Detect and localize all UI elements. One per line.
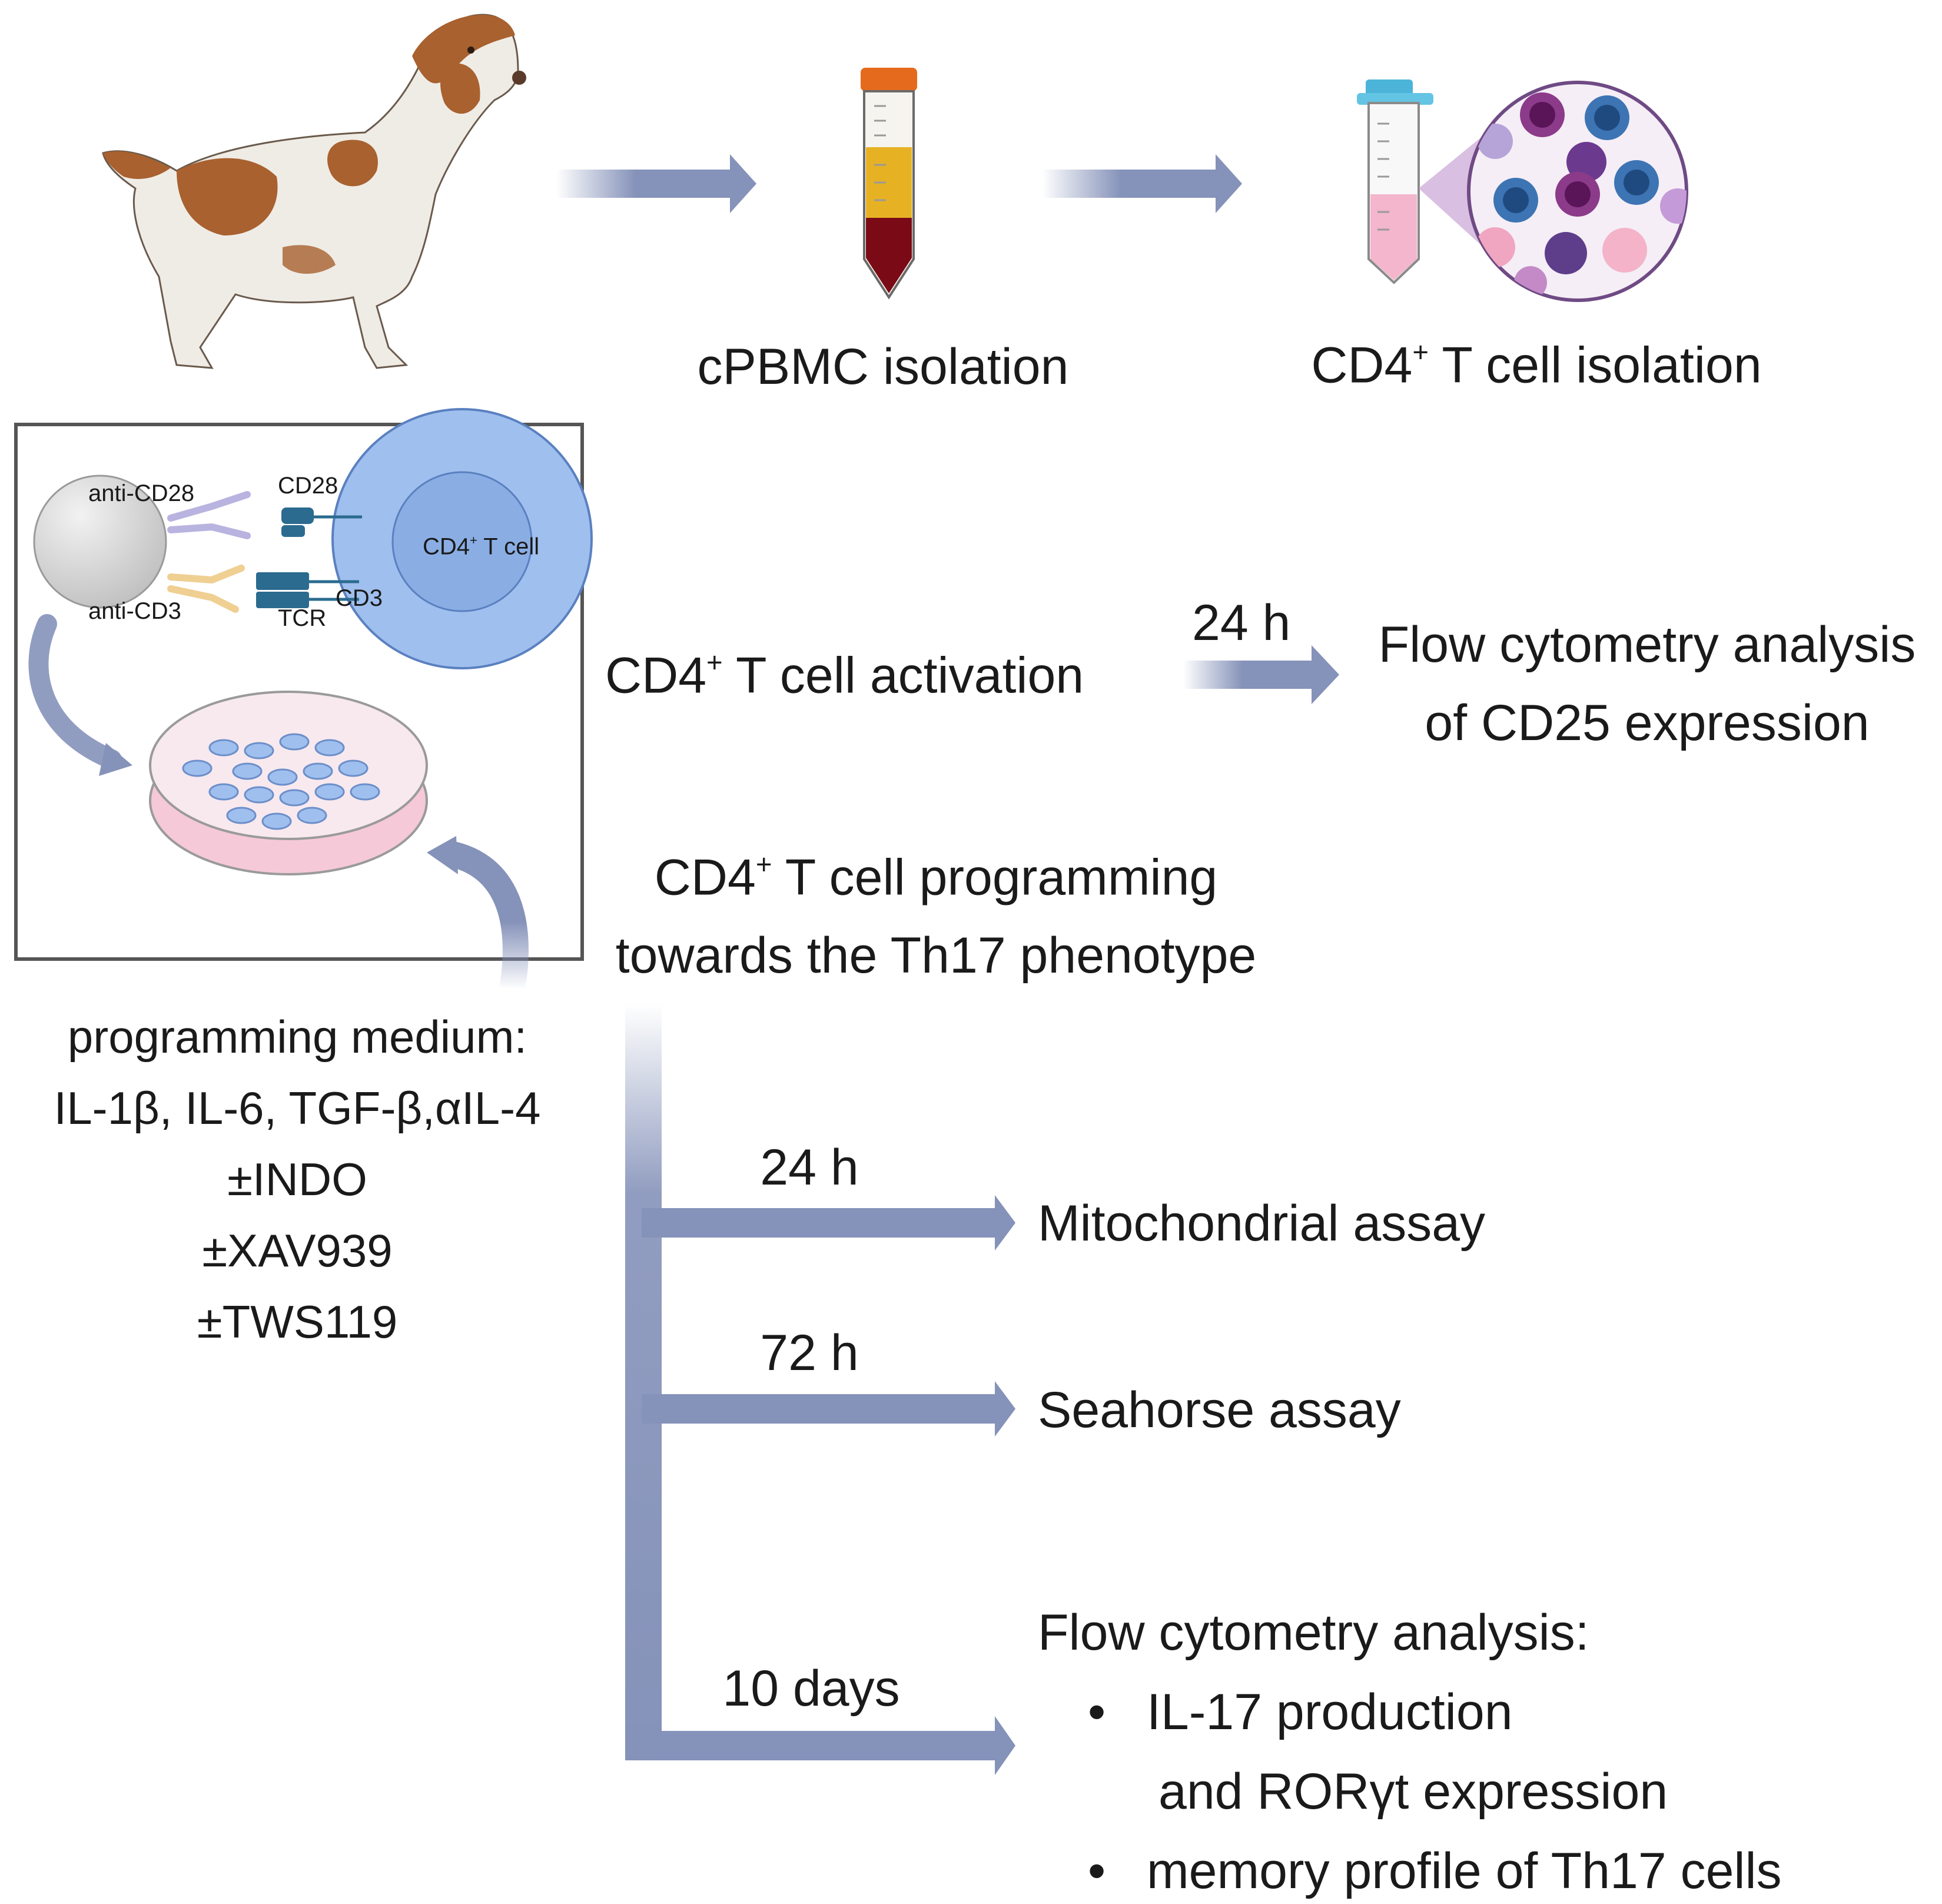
- medium-line2: ±INDO: [227, 1153, 367, 1205]
- dog-illustration: [102, 14, 526, 369]
- branch-label-1: Mitochondrial assay: [1038, 1195, 1486, 1252]
- medium-line4: ±TWS119: [197, 1296, 398, 1348]
- anti-cd3-label: anti-CD3: [88, 598, 181, 624]
- cd3-label: CD3: [336, 585, 383, 611]
- bullet-memory: memory profile of Th17 cells: [1088, 1846, 1782, 1896]
- bullet-il17: IL-17 production: [1088, 1687, 1512, 1737]
- medium-line3: ±XAV939: [202, 1225, 393, 1276]
- arrow-medium-to-dish: [427, 836, 529, 991]
- cd28-label: CD28: [278, 473, 338, 499]
- branch-label-2: Seahorse assay: [1038, 1382, 1401, 1438]
- branch-time-2: 72 h: [760, 1325, 859, 1381]
- cd25-result-line1: Flow cytometry analysis: [1378, 616, 1916, 673]
- branch-label-3: Flow cytometry analysis:: [1038, 1604, 1589, 1661]
- medium-line1: IL-1β, IL-6, TGF-β,αIL-4: [54, 1082, 541, 1134]
- programming-timeline: [625, 1004, 1015, 1775]
- cd25-result-line2: of CD25 expression: [1425, 695, 1870, 751]
- tcr-label: TCR: [278, 605, 327, 631]
- programming-line2: towards the Th17 phenotype: [615, 927, 1257, 984]
- blood-tube-icon: [861, 68, 917, 300]
- medium-title: programming medium:: [67, 1011, 527, 1063]
- branch-time-1: 24 h: [760, 1139, 859, 1196]
- cd4-t-cell-label: CD4+ T cell: [423, 533, 540, 560]
- cell-zoom-circle: [1467, 81, 1688, 302]
- anti-cd28-label: anti-CD28: [88, 480, 195, 506]
- cd4-tube-icon: [1357, 79, 1483, 284]
- programming-line1: CD4+ T cell programming: [654, 849, 1218, 906]
- arrow-dog-to-tube: [556, 154, 756, 213]
- bullet-il17-cont: and RORγt expression: [1158, 1763, 1668, 1820]
- step-cd4-isolation-label: CD4+ T cell isolation: [1311, 337, 1762, 394]
- arrow-tube-to-cd4: [1042, 154, 1242, 213]
- branch-time-3: 10 days: [722, 1660, 900, 1717]
- activation-inset-box: [14, 408, 593, 961]
- arrow-activation-to-flow: [1183, 645, 1339, 704]
- activation-time: 24 h: [1192, 595, 1291, 651]
- activation-label: CD4+ T cell activation: [605, 647, 1084, 704]
- step-cpbmc-label: cPBMC isolation: [697, 339, 1069, 395]
